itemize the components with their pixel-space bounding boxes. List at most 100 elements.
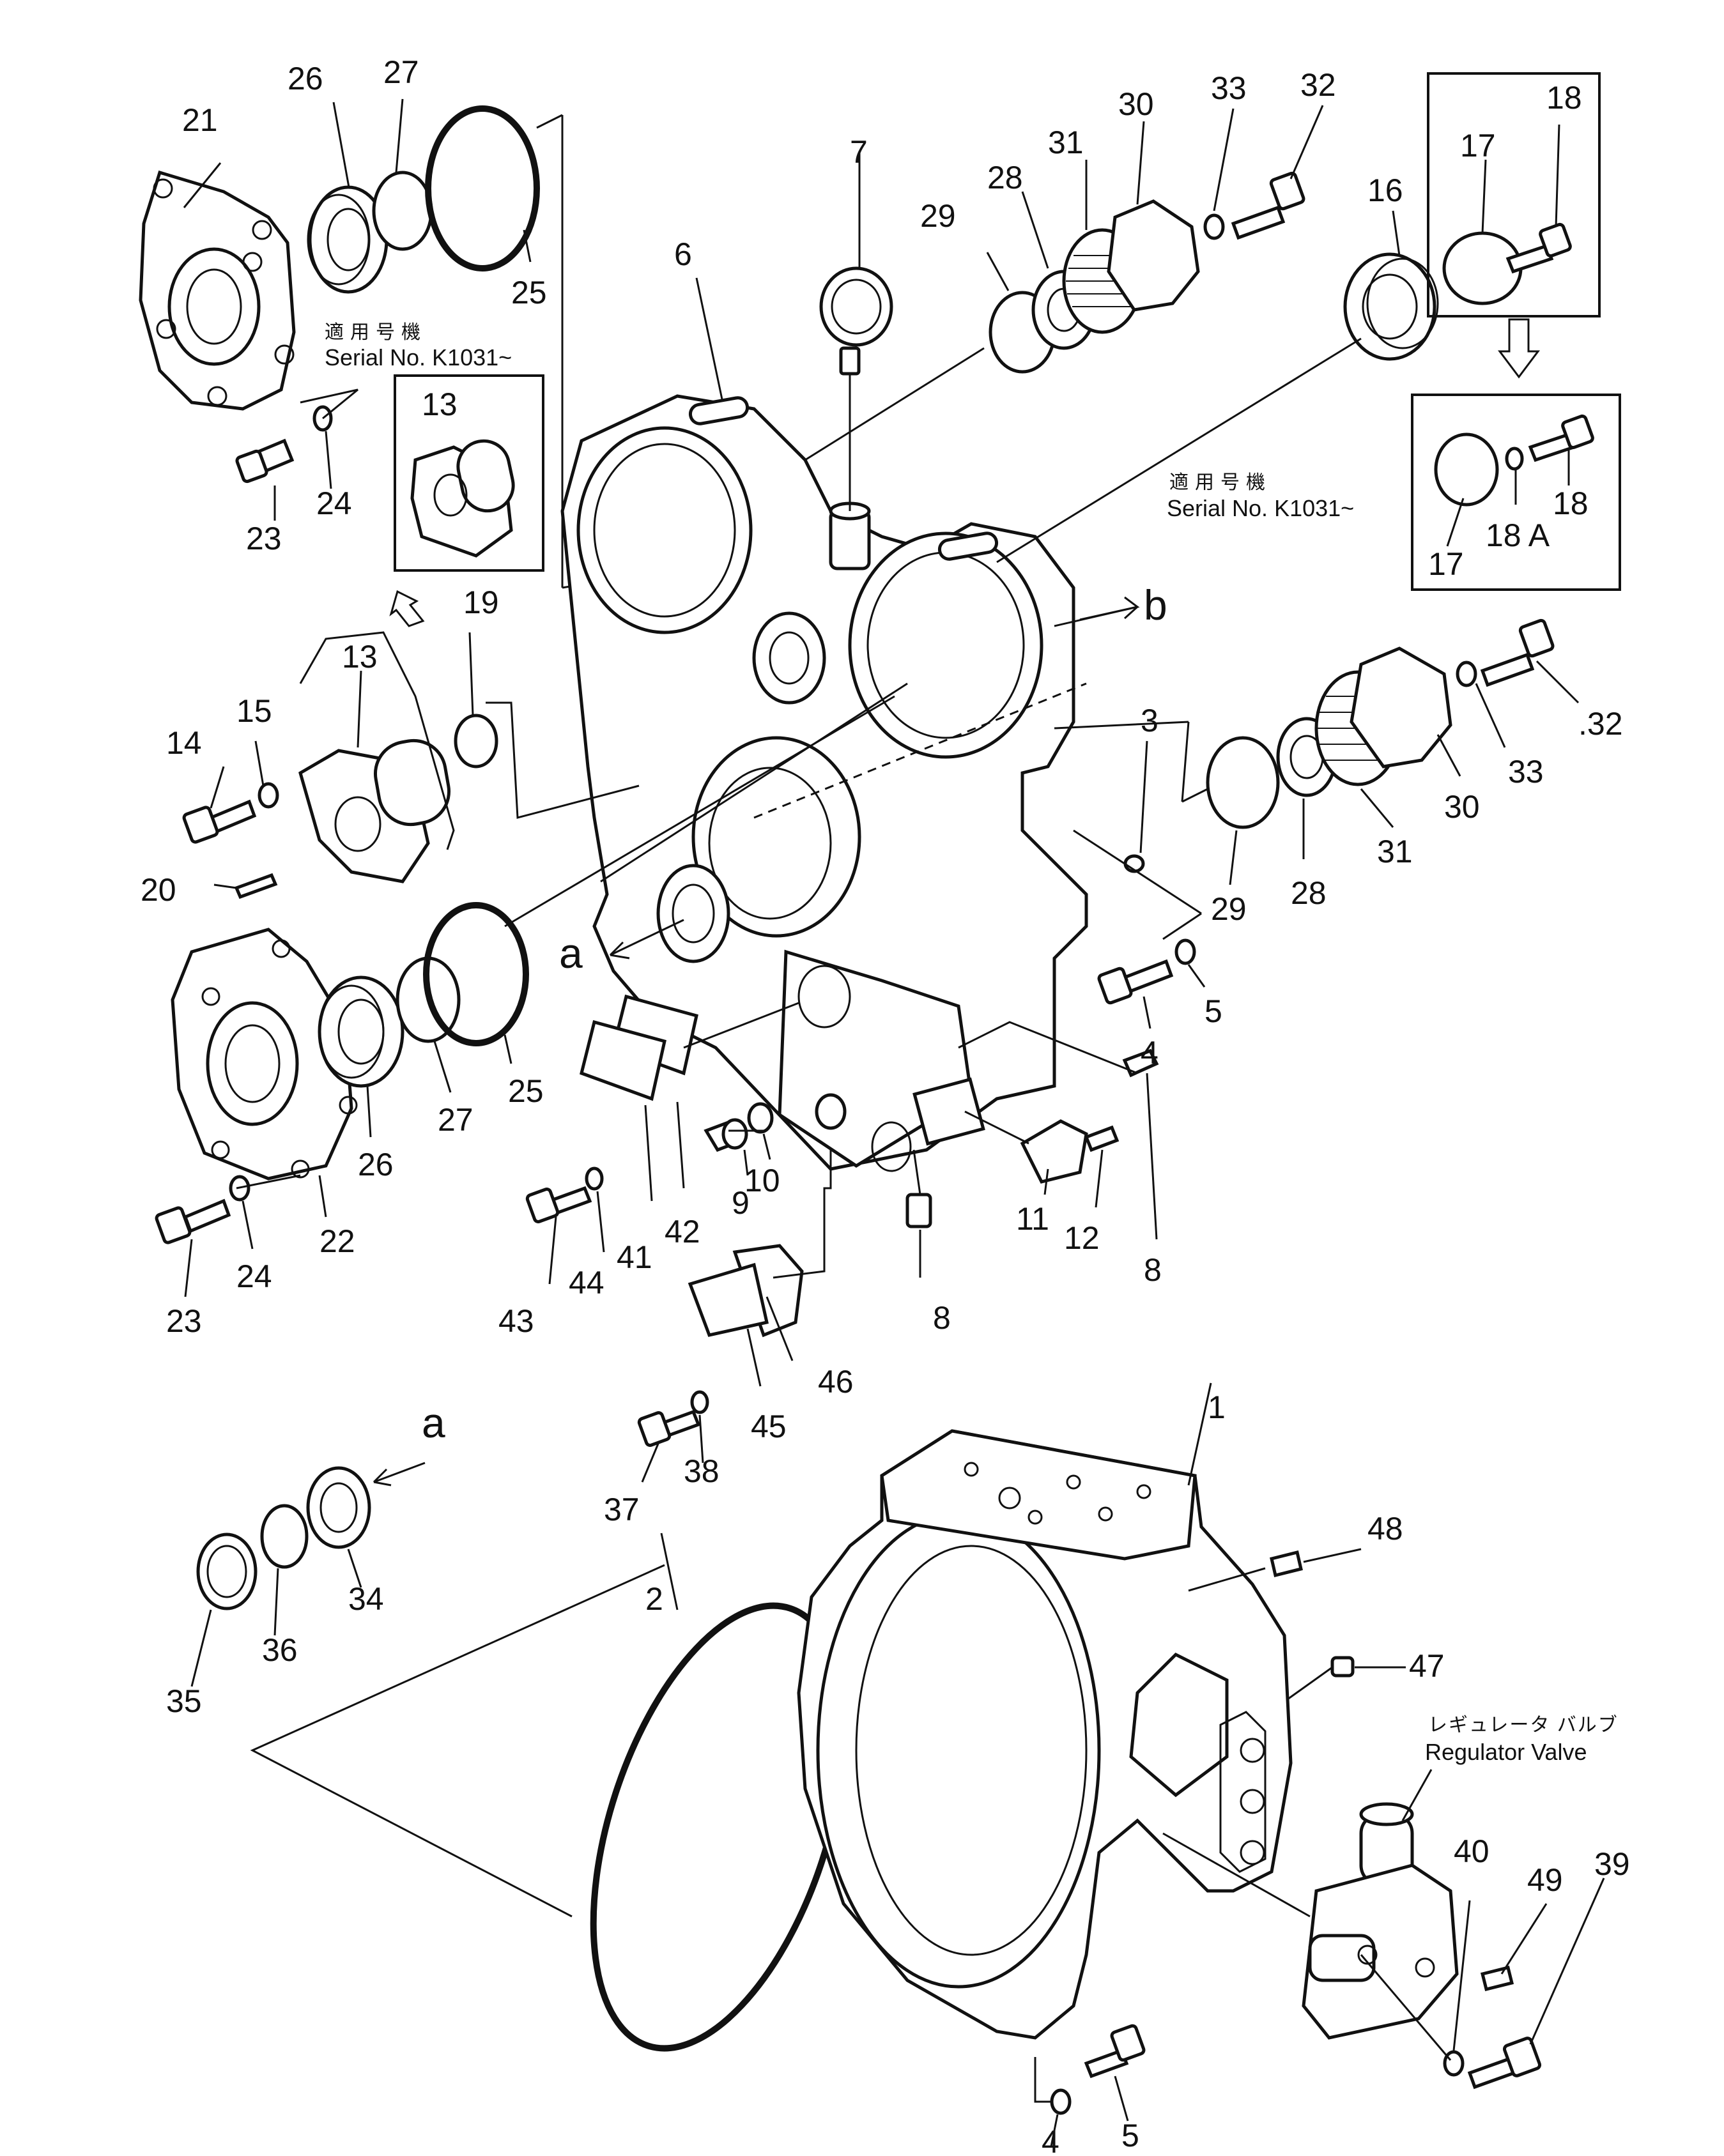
serial-note-jp-right: 適用号機 <box>1169 472 1272 493</box>
callout-23-bottom: 23 <box>166 1303 202 1339</box>
callout-24-bottom: 24 <box>236 1258 272 1294</box>
flow-letter-a-top: a <box>559 929 583 977</box>
callout-33-top: 33 <box>1211 70 1247 106</box>
flow-letter-a-bottom: a <box>422 1399 445 1446</box>
o-ring-25-top <box>425 105 540 271</box>
callout-23-top: 23 <box>246 521 282 556</box>
callout-21: 21 <box>182 102 218 138</box>
regulator-label-jp: レギュレータ バルブ <box>1428 1715 1619 1736</box>
bolt-4-washer-5 <box>1097 938 1196 1005</box>
callout-45: 45 <box>751 1409 787 1444</box>
bearing-26-bottom <box>318 975 404 1088</box>
bearing-34 <box>306 1466 371 1549</box>
level-gauge-7 <box>819 266 893 511</box>
plates-and-valve-parts <box>525 949 1159 1447</box>
callout-3: 3 <box>1141 703 1158 738</box>
snap-ring-29-right <box>1206 736 1280 829</box>
washer-44 <box>585 1166 604 1191</box>
cap-17-18-top <box>1442 222 1572 305</box>
callout-10: 10 <box>744 1163 780 1198</box>
callout-28-top: 28 <box>987 160 1023 195</box>
callout-13: 13 <box>342 639 378 675</box>
callout-7: 7 <box>850 134 868 170</box>
arrow-up-13 <box>389 590 425 627</box>
callout-25-bottom: 25 <box>508 1073 544 1109</box>
serial-note-box-left <box>394 374 544 572</box>
bolt-5-bottom <box>1084 2048 1129 2079</box>
callout-4-bottom: 4 <box>1042 2124 1059 2156</box>
transmission-case-6 <box>560 394 1088 1171</box>
serial-box-right <box>1411 394 1621 591</box>
callout-13-box: 13 <box>422 386 458 422</box>
washer-4-bottom <box>1050 2088 1072 2115</box>
callout-40: 40 <box>1454 1833 1489 1869</box>
serial-box-17-18 <box>1427 72 1601 317</box>
callout-18A: 18 A <box>1486 517 1550 553</box>
plug-49 <box>1480 1965 1514 1992</box>
callout-41: 41 <box>617 1239 652 1275</box>
callout-35: 35 <box>166 1683 202 1719</box>
washer-38 <box>690 1390 709 1414</box>
callout-6: 6 <box>674 236 692 272</box>
case-bore-left <box>576 426 753 634</box>
callout-37: 37 <box>604 1492 640 1527</box>
washer-15 <box>258 782 279 809</box>
cover-21-bore <box>167 247 261 366</box>
pin-20 <box>234 873 278 899</box>
callout-14: 14 <box>166 725 202 761</box>
cover-30-top <box>1107 199 1200 312</box>
callout-30-top: 30 <box>1118 86 1154 122</box>
callout-22: 22 <box>319 1223 355 1259</box>
serial-note-jp-left: 適用号機 <box>325 322 427 343</box>
callout-20: 20 <box>141 872 176 908</box>
callout-15: 15 <box>236 693 272 729</box>
o-ring-36 <box>260 1504 309 1569</box>
arrow-down <box>1498 318 1540 379</box>
callout-2: 2 <box>645 1581 663 1617</box>
callout-9: 9 <box>732 1185 750 1221</box>
callout-42: 42 <box>665 1214 700 1250</box>
callout-18-right: 18 <box>1553 485 1589 521</box>
callout-27-bottom: 27 <box>438 1102 473 1138</box>
callout-30-right: 30 <box>1444 789 1480 825</box>
rear-cover-assembly <box>155 902 529 1244</box>
callout-29-top: 29 <box>920 198 956 234</box>
washer-33-right <box>1456 661 1477 687</box>
bolt-32-right <box>1480 652 1535 687</box>
callout-34: 34 <box>348 1581 384 1617</box>
flow-letter-b: b <box>1144 581 1167 629</box>
washer-33-top <box>1203 213 1225 240</box>
callout-31-top: 31 <box>1048 125 1084 160</box>
callout-4-right: 4 <box>1141 1035 1158 1071</box>
housing-bore <box>816 1512 1101 1989</box>
callout-46: 46 <box>818 1364 854 1400</box>
callout-33-right: 33 <box>1508 754 1544 790</box>
bearing-cover-assembly-top <box>989 171 1305 374</box>
plug-8-bottom <box>905 1193 932 1228</box>
callout-5-right: 5 <box>1204 993 1222 1029</box>
case-bore-right <box>848 531 1043 759</box>
callout-17-top: 17 <box>1460 128 1496 164</box>
o-ring-25-bottom <box>423 902 529 1046</box>
o-ring-10 <box>747 1102 774 1134</box>
bearing-34-assembly <box>196 1466 371 1610</box>
callout-36: 36 <box>262 1632 298 1668</box>
callout-38: 38 <box>684 1453 720 1489</box>
callout-18-top: 18 <box>1546 80 1582 116</box>
front-cover-assembly-top <box>139 105 540 484</box>
serial-note-en-left: Serial No. K1031~ <box>325 344 512 371</box>
serial-note-en-right: Serial No. K1031~ <box>1167 495 1354 521</box>
callout-31-right: 31 <box>1377 834 1413 869</box>
callout-32-right: .32 <box>1578 706 1623 742</box>
callout-numbers: 21 26 27 25 24 23 13 6 7 29 28 31 30 33 … <box>141 54 1630 2156</box>
callout-28-right: 28 <box>1291 875 1327 911</box>
callout-32-top: 32 <box>1300 67 1336 103</box>
cap-17-18-variant <box>1434 414 1594 507</box>
callout-25-top: 25 <box>511 275 547 310</box>
callout-1: 1 <box>1208 1389 1226 1425</box>
callout-17-right: 17 <box>1428 546 1464 582</box>
cover-16 <box>1343 252 1439 361</box>
bearing-cover-assembly-right <box>1206 618 1555 829</box>
callout-16: 16 <box>1367 172 1403 208</box>
